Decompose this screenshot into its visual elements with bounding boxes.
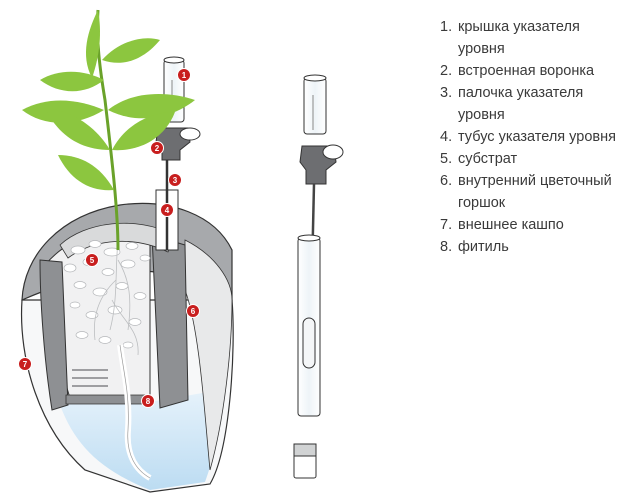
legend-text: внутренний цветочный горшок [458, 173, 612, 211]
legend-item: 8. фитиль [440, 236, 621, 258]
marker-label: 3 [173, 176, 178, 185]
marker-1: 1 [177, 68, 191, 82]
marker-label: 6 [191, 307, 196, 316]
marker-5: 5 [85, 253, 99, 267]
marker-label: 7 [23, 360, 28, 369]
legend-item: 1. крышка указателя уровня [440, 16, 621, 60]
legend-number: 1. [440, 19, 453, 35]
marker-label: 8 [146, 397, 151, 406]
marker-2: 2 [150, 141, 164, 155]
legend-number: 3. [440, 85, 453, 101]
legend-item: 7. внешнее кашпо [440, 214, 621, 236]
marker-label: 5 [90, 256, 95, 265]
marker-label: 4 [165, 206, 170, 215]
legend-text: палочка указателя уровня [458, 85, 584, 123]
legend-number: 7. [440, 217, 453, 233]
marker-label: 2 [155, 144, 160, 153]
marker-7: 7 [18, 357, 32, 371]
marker-3: 3 [168, 173, 182, 187]
substrate [63, 240, 151, 349]
legend-number: 8. [440, 239, 453, 255]
water-reservoir [60, 390, 221, 490]
marker-4: 4 [160, 203, 174, 217]
legend-number: 6. [440, 173, 453, 189]
marker-8: 8 [141, 394, 155, 408]
marker-6: 6 [186, 304, 200, 318]
legend-text: субстрат [458, 151, 518, 167]
exploded-level-indicator [293, 74, 344, 479]
legend-text: крышка указателя уровня [458, 19, 580, 57]
legend-text: тубус указателя уровня [458, 129, 616, 145]
legend-number: 2. [440, 63, 453, 79]
legend-item: 5. субстрат [440, 148, 621, 170]
grate [72, 369, 108, 387]
marker-label: 1 [182, 71, 187, 80]
legend-item: 6. внутренний цветочный горшок [440, 170, 621, 214]
legend-list: 1. крышка указателя уровня 2. встроенная в… [440, 16, 621, 258]
legend-item: 2. встроенная воронка [440, 60, 621, 82]
legend-text: фитиль [458, 239, 509, 255]
legend-text: встроенная воронка [458, 63, 595, 79]
inner-pot [39, 222, 189, 411]
legend-text: внешнее кашпо [458, 217, 564, 233]
plant [22, 9, 195, 251]
legend-number: 5. [440, 151, 453, 167]
legend-number: 4. [440, 129, 453, 145]
legend-item: 4. тубус указателя уровня [440, 126, 621, 148]
legend-item: 3. палочка указателя уровня [440, 82, 621, 126]
